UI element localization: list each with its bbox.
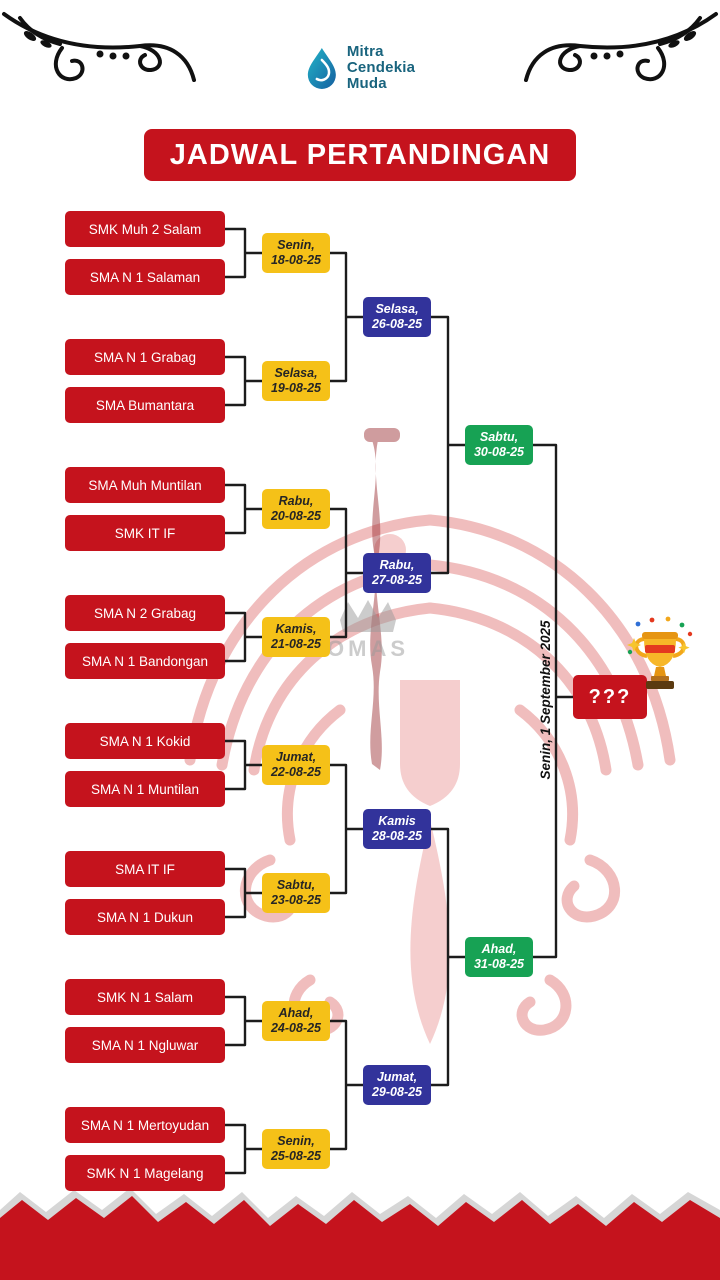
final-date-label: Senin, 1 September 2025 <box>538 620 553 780</box>
team-box: SMA N 1 Dukun <box>65 899 225 935</box>
match-day: Selasa, <box>274 366 318 380</box>
match-date: 20-08-25 <box>270 509 322 523</box>
semifinal-date-box: Ahad,31-08-25 <box>465 937 533 977</box>
match-day: Ahad, <box>278 1006 314 1020</box>
logo-text-line1: Mitra <box>346 43 384 60</box>
match-date-box: Sabtu,23-08-25 <box>262 873 330 913</box>
match-date-box: Senin,25-08-25 <box>262 1129 330 1169</box>
match-day: Sabtu, <box>479 430 519 444</box>
match-day: Sabtu, <box>276 878 316 892</box>
logo-text-line3: Muda <box>346 75 387 92</box>
match-date-box: Ahad,24-08-25 <box>262 1001 330 1041</box>
match-date-box: Rabu,20-08-25 <box>262 489 330 529</box>
torn-paper-edge <box>0 1188 720 1280</box>
team-box: SMA N 1 Grabag <box>65 339 225 375</box>
match-day: Rabu, <box>278 494 314 508</box>
match-date: 30-08-25 <box>473 445 525 459</box>
match-date: 31-08-25 <box>473 957 525 971</box>
match-day: Jumat, <box>376 1070 418 1084</box>
page-title: JADWAL PERTANDINGAN <box>144 129 576 181</box>
final-winner-box: ??? <box>573 675 647 719</box>
match-date: 28-08-25 <box>371 829 423 843</box>
gray-watermark-text: OMAS <box>327 636 409 661</box>
match-date-box: Selasa,19-08-25 <box>262 361 330 401</box>
match-day: Kamis, <box>275 622 317 636</box>
semifinal-date-box: Sabtu,30-08-25 <box>465 425 533 465</box>
match-day: Jumat, <box>275 750 317 764</box>
team-box: SMK N 1 Salam <box>65 979 225 1015</box>
logo-text-line2: Cendekia <box>346 59 416 76</box>
quarterfinal-date-box: Selasa,26-08-25 <box>363 297 431 337</box>
team-box: SMA N 1 Bandongan <box>65 643 225 679</box>
quarterfinal-date-box: Jumat,29-08-25 <box>363 1065 431 1105</box>
match-day: Rabu, <box>379 558 415 572</box>
match-date: 23-08-25 <box>270 893 322 907</box>
team-box: SMK N 1 Magelang <box>65 1155 225 1191</box>
team-box: SMA N 2 Grabag <box>65 595 225 631</box>
match-date: 19-08-25 <box>270 381 322 395</box>
team-box: SMK IT IF <box>65 515 225 551</box>
team-box: SMA Muh Muntilan <box>65 467 225 503</box>
team-box: SMA N 1 Ngluwar <box>65 1027 225 1063</box>
match-date: 22-08-25 <box>270 765 322 779</box>
match-day: Ahad, <box>481 942 517 956</box>
corner-flourish-right <box>524 12 718 82</box>
team-box: SMA N 1 Kokid <box>65 723 225 759</box>
team-box: SMA N 1 Muntilan <box>65 771 225 807</box>
match-date: 21-08-25 <box>270 637 322 651</box>
team-box: SMA Bumantara <box>65 387 225 423</box>
match-day: Kamis <box>378 814 416 828</box>
match-date: 26-08-25 <box>371 317 423 331</box>
trophy-icon <box>627 616 693 689</box>
match-date-box: Jumat,22-08-25 <box>262 745 330 785</box>
team-box: SMK Muh 2 Salam <box>65 211 225 247</box>
match-date: 29-08-25 <box>371 1085 423 1099</box>
match-date-box: Senin,18-08-25 <box>262 233 330 273</box>
team-box: SMA IT IF <box>65 851 225 887</box>
logo: Mitra Cendekia Muda <box>305 44 415 92</box>
match-date: 25-08-25 <box>270 1149 322 1163</box>
match-date: 27-08-25 <box>371 573 423 587</box>
team-box: SMA N 1 Mertoyudan <box>65 1107 225 1143</box>
match-date: 24-08-25 <box>270 1021 322 1035</box>
team-box: SMA N 1 Salaman <box>65 259 225 295</box>
garuda-watermark: OMAS <box>184 428 676 1044</box>
logo-mark <box>307 48 336 89</box>
match-date-box: Kamis,21-08-25 <box>262 617 330 657</box>
match-day: Senin, <box>277 238 315 252</box>
quarterfinal-date-box: Rabu,27-08-25 <box>363 553 431 593</box>
match-day: Selasa, <box>375 302 419 316</box>
corner-flourish-left <box>2 12 196 82</box>
match-date: 18-08-25 <box>270 253 322 267</box>
match-day: Senin, <box>277 1134 315 1148</box>
